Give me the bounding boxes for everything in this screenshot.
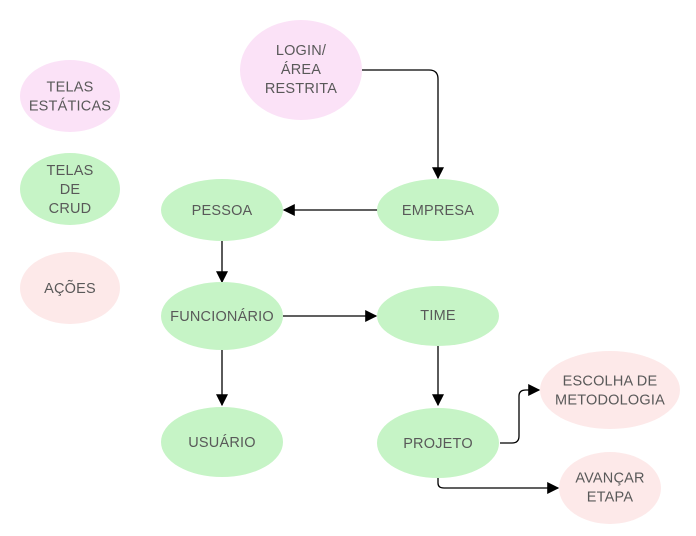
node-login-label: LOGIN/ÁREA RESTRITA — [265, 43, 337, 97]
node-pessoa-shape[interactable] — [161, 179, 283, 241]
node-escolha-metodologia-label: ESCOLHA DE METODOLOGIA — [555, 374, 665, 409]
label-line: ÁREA — [281, 61, 321, 78]
legend-actions-shape — [20, 252, 120, 324]
node-avancar-etapa[interactable]: AVANÇAR ETAPA — [559, 452, 661, 524]
node-usuario-label: USUÁRIO — [188, 434, 255, 451]
node-time[interactable]: TIME — [377, 286, 499, 346]
label-line: LOGIN/ — [276, 43, 327, 59]
legend-static-shape — [20, 60, 120, 132]
label-line: TELAS — [47, 80, 94, 96]
node-empresa[interactable]: EMPRESA — [377, 179, 499, 241]
node-avancar-etapa-shape[interactable] — [559, 452, 661, 524]
label-line: PROJETO — [403, 436, 473, 452]
label-line: ESTÁTICAS — [29, 98, 111, 115]
node-funcionario-label: FUNCIONÁRIO — [170, 308, 274, 325]
node-empresa-label: EMPRESA — [402, 203, 474, 219]
node-login[interactable]: LOGIN/ÁREA RESTRITA — [240, 20, 362, 120]
label-line: EMPRESA — [402, 203, 474, 219]
node-funcionario[interactable]: FUNCIONÁRIO — [161, 282, 283, 350]
node-avancar-etapa-label: AVANÇAR ETAPA — [575, 471, 644, 506]
node-time-label: TIME — [420, 308, 456, 324]
node-empresa-shape[interactable] — [377, 179, 499, 241]
label-line: FUNCIONÁRIO — [170, 308, 274, 325]
legend-actions-label: AÇÕES — [44, 280, 96, 297]
node-projeto-shape[interactable] — [377, 408, 499, 478]
legend: TELAS ESTÁTICAS TELAS DE CRUD AÇÕES — [20, 60, 120, 324]
legend-static-screens: TELAS ESTÁTICAS — [20, 60, 120, 132]
nodes: LOGIN/ÁREA RESTRITA EMPRESA PESSOA FUNCIO… — [161, 20, 680, 524]
node-projeto[interactable]: PROJETO — [377, 408, 499, 478]
node-escolha-metodologia-shape[interactable] — [540, 351, 680, 429]
node-time-shape[interactable] — [377, 286, 499, 346]
label-line: DE — [60, 182, 81, 198]
label-line: CRUD — [49, 201, 92, 217]
node-login-shape[interactable] — [240, 20, 362, 120]
legend-crud-shape — [20, 153, 120, 225]
label-line: TELAS — [47, 163, 94, 179]
label-line: METODOLOGIA — [555, 393, 665, 409]
label-line: PESSOA — [192, 203, 253, 219]
node-escolha-metodologia[interactable]: ESCOLHA DE METODOLOGIA — [540, 351, 680, 429]
label-line: USUÁRIO — [188, 434, 255, 451]
label-line: RESTRITA — [265, 81, 337, 97]
edge-projeto-to-escolha — [500, 384, 541, 444]
node-usuario-shape[interactable] — [161, 407, 283, 477]
label-line: TIME — [420, 308, 456, 324]
legend-static-label: TELAS ESTÁTICAS — [29, 80, 111, 115]
edge-login-to-empresa — [362, 69, 444, 180]
node-usuario[interactable]: USUÁRIO — [161, 407, 283, 477]
label-line: ETAPA — [587, 490, 634, 506]
label-line: ESCOLHA DE — [563, 374, 658, 390]
node-pessoa[interactable]: PESSOA — [161, 179, 283, 241]
node-funcionario-shape[interactable] — [161, 282, 283, 350]
legend-crud-label: TELAS DE CRUD — [47, 163, 94, 217]
label-line: AVANÇAR — [575, 471, 644, 487]
label-line: AÇÕES — [44, 280, 96, 297]
edges — [216, 69, 560, 494]
legend-actions: AÇÕES — [20, 252, 120, 324]
node-pessoa-label: PESSOA — [192, 203, 253, 219]
legend-crud-screens: TELAS DE CRUD — [20, 153, 120, 225]
edge-projeto-to-avancar — [437, 477, 560, 494]
node-projeto-label: PROJETO — [403, 436, 473, 452]
